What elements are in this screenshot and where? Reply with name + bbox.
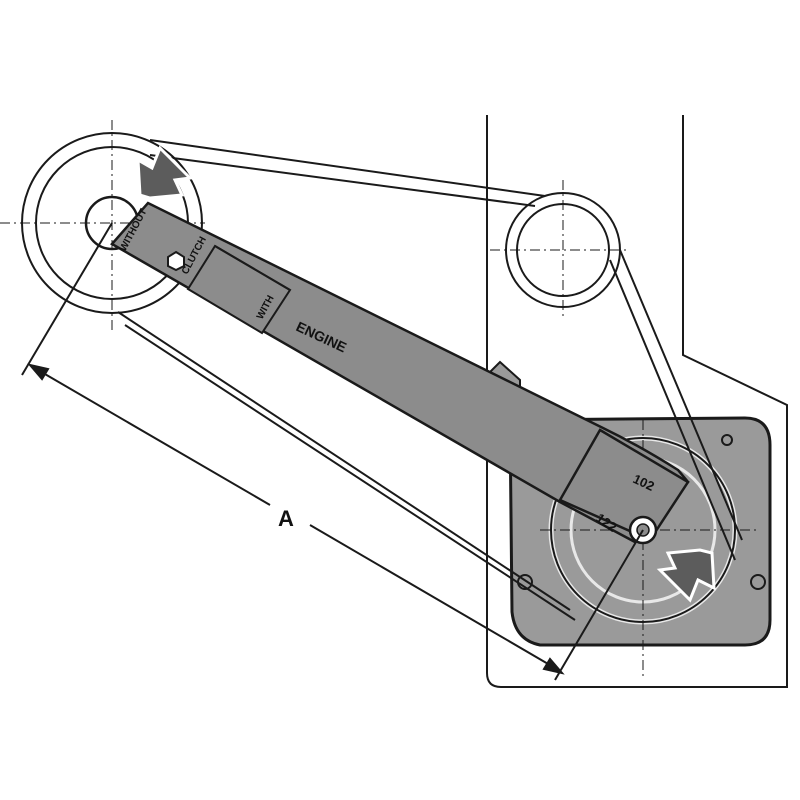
frame-outline <box>486 115 788 688</box>
centerlines <box>0 120 760 680</box>
drive-belt <box>117 139 743 621</box>
tension-tool <box>110 201 690 545</box>
label-dimension-a: A <box>278 506 294 531</box>
arrow-up-left-icon <box>656 548 716 603</box>
arrow-down-right-icon <box>136 145 194 200</box>
dimension-a <box>21 222 644 681</box>
hex-hole <box>167 250 185 272</box>
